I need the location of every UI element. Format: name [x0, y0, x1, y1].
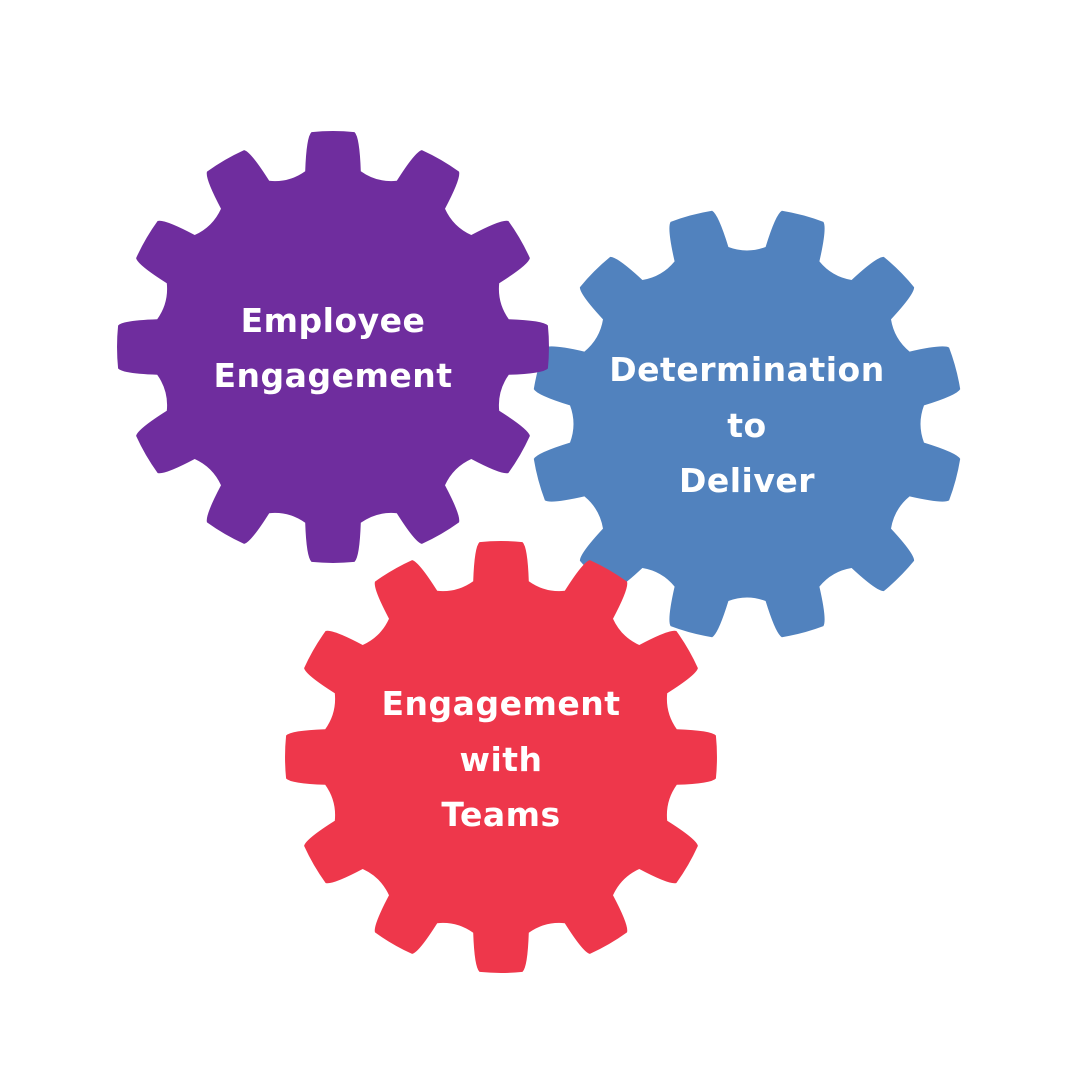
gear-shape-blue: [533, 210, 961, 638]
gear-label-line: Determination: [609, 350, 884, 389]
gear-shape-red: [285, 541, 717, 973]
gear-label-line: Employee: [241, 301, 426, 340]
gear-label-line: Teams: [441, 795, 560, 834]
gear-employee-engagement: Employee Engagement: [117, 131, 549, 563]
gear-label-line: Engagement: [382, 684, 621, 723]
gear-engagement-with-teams: Engagement with Teams: [285, 541, 717, 973]
gear-label-line: Engagement: [214, 356, 453, 395]
gear-determination-to-deliver: Determination to Deliver: [533, 210, 961, 638]
gear-label-line: with: [459, 740, 542, 779]
gear-label-line: to: [727, 406, 766, 445]
gear-label-line: Deliver: [679, 461, 815, 500]
gear-shape-purple: [117, 131, 549, 563]
